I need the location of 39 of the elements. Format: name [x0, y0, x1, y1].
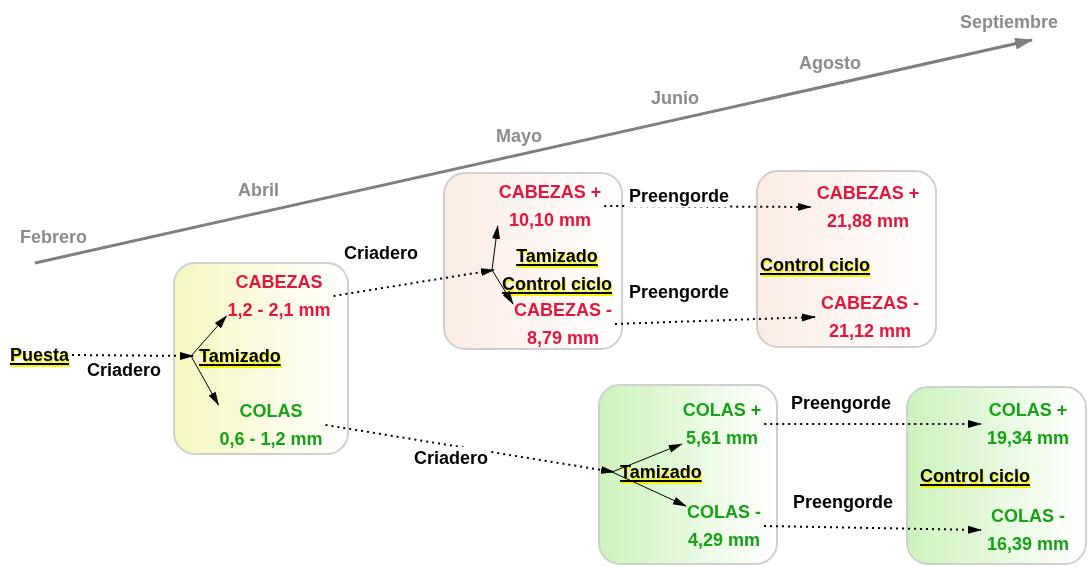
arrow	[611, 471, 687, 507]
size-class-label: COLAS + 5,61 mm	[682, 396, 762, 452]
group-box	[756, 170, 937, 348]
size-class-label: COLAS 0,6 - 1,2 mm	[219, 397, 323, 453]
arrow	[763, 420, 982, 428]
group-box	[173, 262, 349, 455]
step-label: Tamizado	[199, 342, 281, 370]
arrow	[71, 351, 194, 360]
size-class-label: COLAS + 19,34 mm	[986, 396, 1070, 452]
arrow	[763, 525, 982, 534]
group-box	[443, 172, 623, 350]
size-class-label: CABEZAS 1,2 - 2,1 mm	[227, 268, 331, 324]
size-class-label: COLAS - 16,39 mm	[986, 502, 1070, 558]
size-class-label: CABEZAS + 21,88 mm	[816, 179, 920, 235]
arrow	[190, 355, 219, 406]
group-box	[906, 386, 1087, 565]
step-label: Tamizado Control ciclo	[500, 242, 614, 298]
month-label: Febrero	[20, 226, 88, 248]
month-label: Agosto	[799, 52, 861, 74]
arrow	[190, 315, 228, 357]
size-class-label: CABEZAS + 10,10 mm	[498, 178, 602, 234]
arrow	[332, 268, 495, 297]
month-label: Junio	[651, 87, 699, 109]
step-label: Puesta	[10, 341, 70, 369]
month-label: Septiembre	[960, 11, 1059, 33]
arrow	[491, 225, 501, 271]
step-label: Tamizado	[620, 458, 702, 486]
group-box	[598, 384, 778, 565]
arrow	[491, 269, 514, 305]
arrow	[611, 443, 683, 473]
size-class-label: COLAS - 4,29 mm	[687, 498, 761, 554]
size-class-label: CABEZAS - 8,79 mm	[514, 296, 612, 352]
step-label: Control ciclo	[920, 462, 1030, 490]
month-label: Mayo	[496, 125, 542, 147]
step-label: Control ciclo	[760, 251, 870, 279]
arrow	[614, 313, 816, 325]
arrow	[324, 424, 615, 474]
month-label: Abril	[238, 179, 279, 201]
size-class-label: CABEZAS - 21,12 mm	[821, 289, 919, 345]
